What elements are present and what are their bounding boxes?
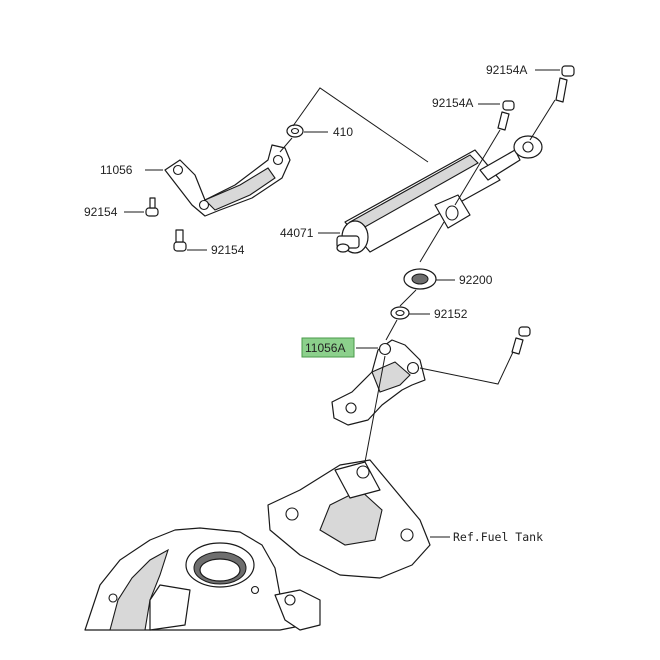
- highlight-11056a: [301, 337, 355, 358]
- label-11056: 11056: [100, 163, 133, 177]
- bolt-92154a-mid: [497, 100, 515, 131]
- washer-92152: [390, 306, 410, 320]
- upper-bracket-11056: [164, 144, 291, 217]
- bolt-right-clamp: [511, 326, 531, 355]
- label-92154-left: 92154: [84, 205, 118, 219]
- bolt-92154-left: [145, 197, 159, 217]
- bolt-92154-lower: [173, 229, 187, 252]
- label-92154a-top: 92154A: [486, 63, 527, 77]
- label-92154a-mid: 92154A: [432, 96, 473, 110]
- label-92154-lower: 92154: [211, 243, 245, 257]
- washer-410: [286, 124, 304, 138]
- label-410: 410: [333, 125, 353, 139]
- label-92200: 92200: [459, 273, 493, 287]
- bolt-92154a-top: [555, 65, 575, 103]
- washer-92200: [403, 268, 437, 290]
- leader-lines: [124, 69, 560, 538]
- steering-damper-44071: [336, 135, 543, 254]
- fuel-tank-mount-bracket: [267, 459, 431, 606]
- label-11056a: 11056A: [305, 341, 345, 355]
- label-44071: 44071: [280, 226, 314, 240]
- label-92152: 92152: [434, 307, 468, 321]
- fuel-tank-outline: [84, 527, 321, 631]
- label-ref-fuel-tank: Ref.Fuel Tank: [453, 530, 543, 544]
